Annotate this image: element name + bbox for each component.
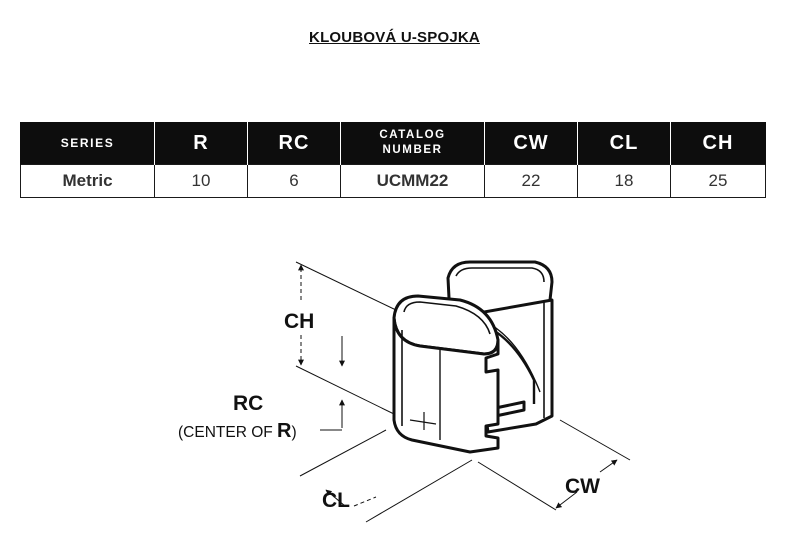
page-title: KLOUBOVÁ U-SPOJKA <box>309 29 480 46</box>
table-header-row: SERIES R RC CATALOG NUMBER CW CL CH <box>20 122 766 165</box>
cell-catalog-number: UCMM22 <box>340 164 485 198</box>
header-cw: CW <box>484 122 578 165</box>
label-center-of-r: (CENTER OF R) <box>178 420 297 442</box>
cell-cw: 22 <box>484 164 578 198</box>
cell-cl: 18 <box>577 164 671 198</box>
dimension-ch <box>295 261 397 415</box>
dimension-cl <box>299 429 473 523</box>
cell-rc: 6 <box>247 164 341 198</box>
header-catalog-number: CATALOG NUMBER <box>340 122 485 165</box>
cell-series: Metric <box>20 164 155 198</box>
header-series: SERIES <box>20 122 155 165</box>
header-ch: CH <box>670 122 766 165</box>
dimension-rc <box>320 336 345 431</box>
cell-ch: 25 <box>670 164 766 198</box>
label-rc: RC <box>233 392 263 415</box>
header-cl: CL <box>577 122 671 165</box>
front-body <box>392 316 500 454</box>
label-cl: CL <box>322 489 350 512</box>
table-row: Metric 10 6 UCMM22 22 18 25 <box>20 164 766 198</box>
label-cw: CW <box>565 475 600 498</box>
header-r: R <box>154 122 248 165</box>
dimension-cw <box>477 419 631 511</box>
header-rc: RC <box>247 122 341 165</box>
spec-table: SERIES R RC CATALOG NUMBER CW CL CH Metr… <box>20 122 766 198</box>
label-ch: CH <box>284 310 314 333</box>
